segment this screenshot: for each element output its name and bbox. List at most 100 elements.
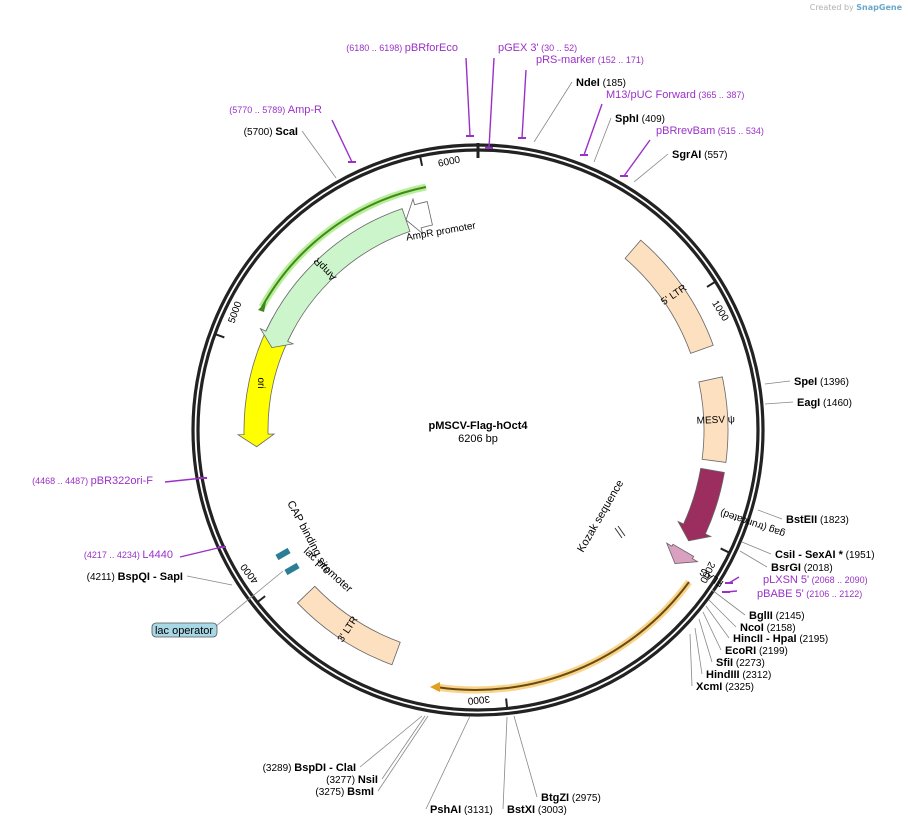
site-label-ncoi: NcoI (2158)	[740, 622, 796, 634]
site-leader-nsii	[381, 715, 426, 780]
site-leader-bspdi	[359, 715, 423, 768]
kozak-mark	[614, 527, 623, 539]
lac-promoter-label: lac promoter	[301, 545, 355, 595]
primer-leader-amp-r	[331, 119, 353, 163]
primer-leader-pbr322ori-f	[164, 477, 204, 483]
site-label-bsmi: (3275) BsmI	[315, 786, 374, 798]
site-label-spei: SpeI (1396)	[794, 376, 849, 388]
ampr-highlight-arrowhead	[258, 302, 266, 312]
tick-2000	[720, 547, 731, 554]
primer-label-pbrforeco: (6180 .. 6198) pBRforEco	[346, 42, 458, 54]
feature-5-ltr	[624, 239, 714, 354]
site-leader-scai	[301, 130, 337, 179]
site-label-hincii: HincII - HpaI (2195)	[733, 633, 828, 645]
site-leader-xcmi	[689, 633, 693, 687]
feature-ampr-promoter	[405, 197, 433, 235]
kozak-label: Kozak sequence	[575, 478, 626, 554]
tick-4000	[256, 595, 266, 604]
cap-binding-site-mark	[275, 547, 291, 561]
snapgene-credit: Created by SnapGene	[810, 3, 902, 12]
lac-operator-leader	[214, 570, 284, 628]
site-leader-bstxi	[502, 716, 508, 810]
site-leader-bsmi	[377, 715, 429, 792]
site-label-sfii: SfiI (2273)	[716, 657, 765, 669]
snapgene-logo: SnapGene	[856, 3, 902, 12]
feature-label-mesv-: MESV ψ	[696, 414, 735, 427]
tick-5000	[214, 333, 225, 339]
site-leader-btgzi	[513, 715, 538, 798]
feature-3-ltr	[296, 585, 401, 666]
site-leader-ecori	[702, 611, 722, 651]
feature-flag	[665, 542, 699, 564]
site-label-bstxi: BstXI (3003)	[507, 804, 567, 816]
site-label-sgrai: SgrAI (557)	[672, 149, 727, 161]
site-label-eagi: EagI (1460)	[797, 397, 852, 409]
orange-highlight-arc	[435, 579, 692, 694]
primer-label-plxsn-5-: pLXSN 5' (2068 .. 2090)	[763, 574, 868, 586]
primer-label-l4440: (4217 .. 4234) L4440	[84, 549, 173, 561]
site-leader-bsteii	[757, 509, 783, 520]
primer-leader-pbrrevbam	[623, 139, 651, 177]
orange-highlight-line	[435, 581, 690, 691]
lac-operator-box	[151, 622, 218, 638]
site-leader-sfii	[698, 618, 713, 663]
primer-label-pbr322ori-f: (4468 .. 4487) pBR322ori-F	[32, 475, 153, 487]
lac-operator-label: lac operator	[155, 625, 213, 637]
restriction-sites: NdeI (185) SphI (409) SgrAI (557) (5700) Sc…	[87, 77, 875, 816]
tick-6000	[419, 155, 424, 167]
lac-operator-mark	[284, 562, 300, 576]
site-leader-bglii	[711, 589, 746, 616]
tick-1000	[706, 280, 717, 288]
primers: (6180 .. 6198) pBRforEco pGEX 3' (30 .. 5…	[32, 42, 868, 600]
site-leader-bsrgi	[739, 550, 768, 568]
orange-highlight-arrowhead	[430, 682, 440, 692]
feature-mesv-	[698, 376, 729, 463]
plasmid-name: pMSCV-Flag-hOct4	[428, 420, 528, 432]
site-label-pshai: PshAI (3131)	[430, 804, 493, 816]
site-leader-ncoi	[708, 599, 737, 628]
site-label-sphi: SphI (409)	[615, 113, 665, 125]
credit-prefix: Created by	[809, 3, 854, 12]
primer-leader-l4440	[179, 546, 223, 558]
tick-label-3000: 3000	[467, 693, 491, 706]
site-label-bspdi: (3289) BspDI - ClaI	[263, 762, 356, 774]
primer-leader-pbrforeco	[465, 57, 471, 137]
site-leader-sphi	[593, 117, 612, 163]
primer-label-m13-puc-forward: M13/pUC Forward (365 .. 387)	[606, 89, 744, 101]
site-label-bsteii: BstEII (1823)	[786, 514, 849, 526]
tick-label-6000: 6000	[437, 154, 461, 169]
primer-label-amp-r: (5770 .. 5789) Amp-R	[229, 104, 322, 116]
site-label-bsrgi: BsrGI (2018)	[771, 562, 833, 574]
primer-label-prs-marker: pRS-marker (152 .. 171)	[536, 54, 644, 66]
site-label-bglii: BglII (2145)	[749, 610, 805, 622]
primer-leader-prs-marker	[521, 69, 527, 139]
site-leader-csii	[741, 541, 772, 555]
ampr-highlight-line	[261, 186, 427, 308]
primer-leader-pgex-3-	[488, 57, 495, 149]
site-label-hindiii: HindIII (2312)	[706, 669, 771, 681]
site-leader-hincii	[705, 605, 730, 639]
site-leader-bspqi	[186, 575, 233, 586]
site-leader-spei	[764, 380, 791, 385]
site-label-xcmi: XcmI (2325)	[696, 681, 754, 693]
tick-3000	[505, 698, 509, 709]
site-leader-eagi	[764, 401, 794, 405]
site-leader-hindiii	[694, 627, 703, 675]
primer-label-pgex-3-: pGEX 3' (30 .. 52)	[498, 42, 577, 54]
site-label-csii: CsiI - SexAI * (1951)	[775, 549, 875, 561]
primer-label-pbabe-5-: pBABE 5' (2106 .. 2122)	[757, 588, 862, 600]
primer-label-pbrrevbam: pBRrevBam (515 .. 534)	[656, 125, 764, 137]
site-label-btgzi: BtgZI (2975)	[541, 792, 601, 804]
site-label-ecori: EcoRI (2199)	[725, 645, 788, 657]
site-leader-ndei	[533, 81, 573, 143]
feature-gag-truncated-	[677, 467, 725, 542]
site-label-nsii: (3277) NsiI	[326, 774, 378, 786]
plasmid-length: 6206 bp	[458, 433, 498, 445]
site-leader-sgrai	[633, 153, 669, 183]
kozak-mark-2	[617, 525, 626, 537]
feature-label-ori: ori	[255, 377, 266, 388]
site-label-ndei: NdeI (185)	[576, 77, 626, 89]
site-label-scai: (5700) ScaI	[244, 126, 298, 138]
primer-leader-m13-puc-forward	[583, 103, 603, 156]
